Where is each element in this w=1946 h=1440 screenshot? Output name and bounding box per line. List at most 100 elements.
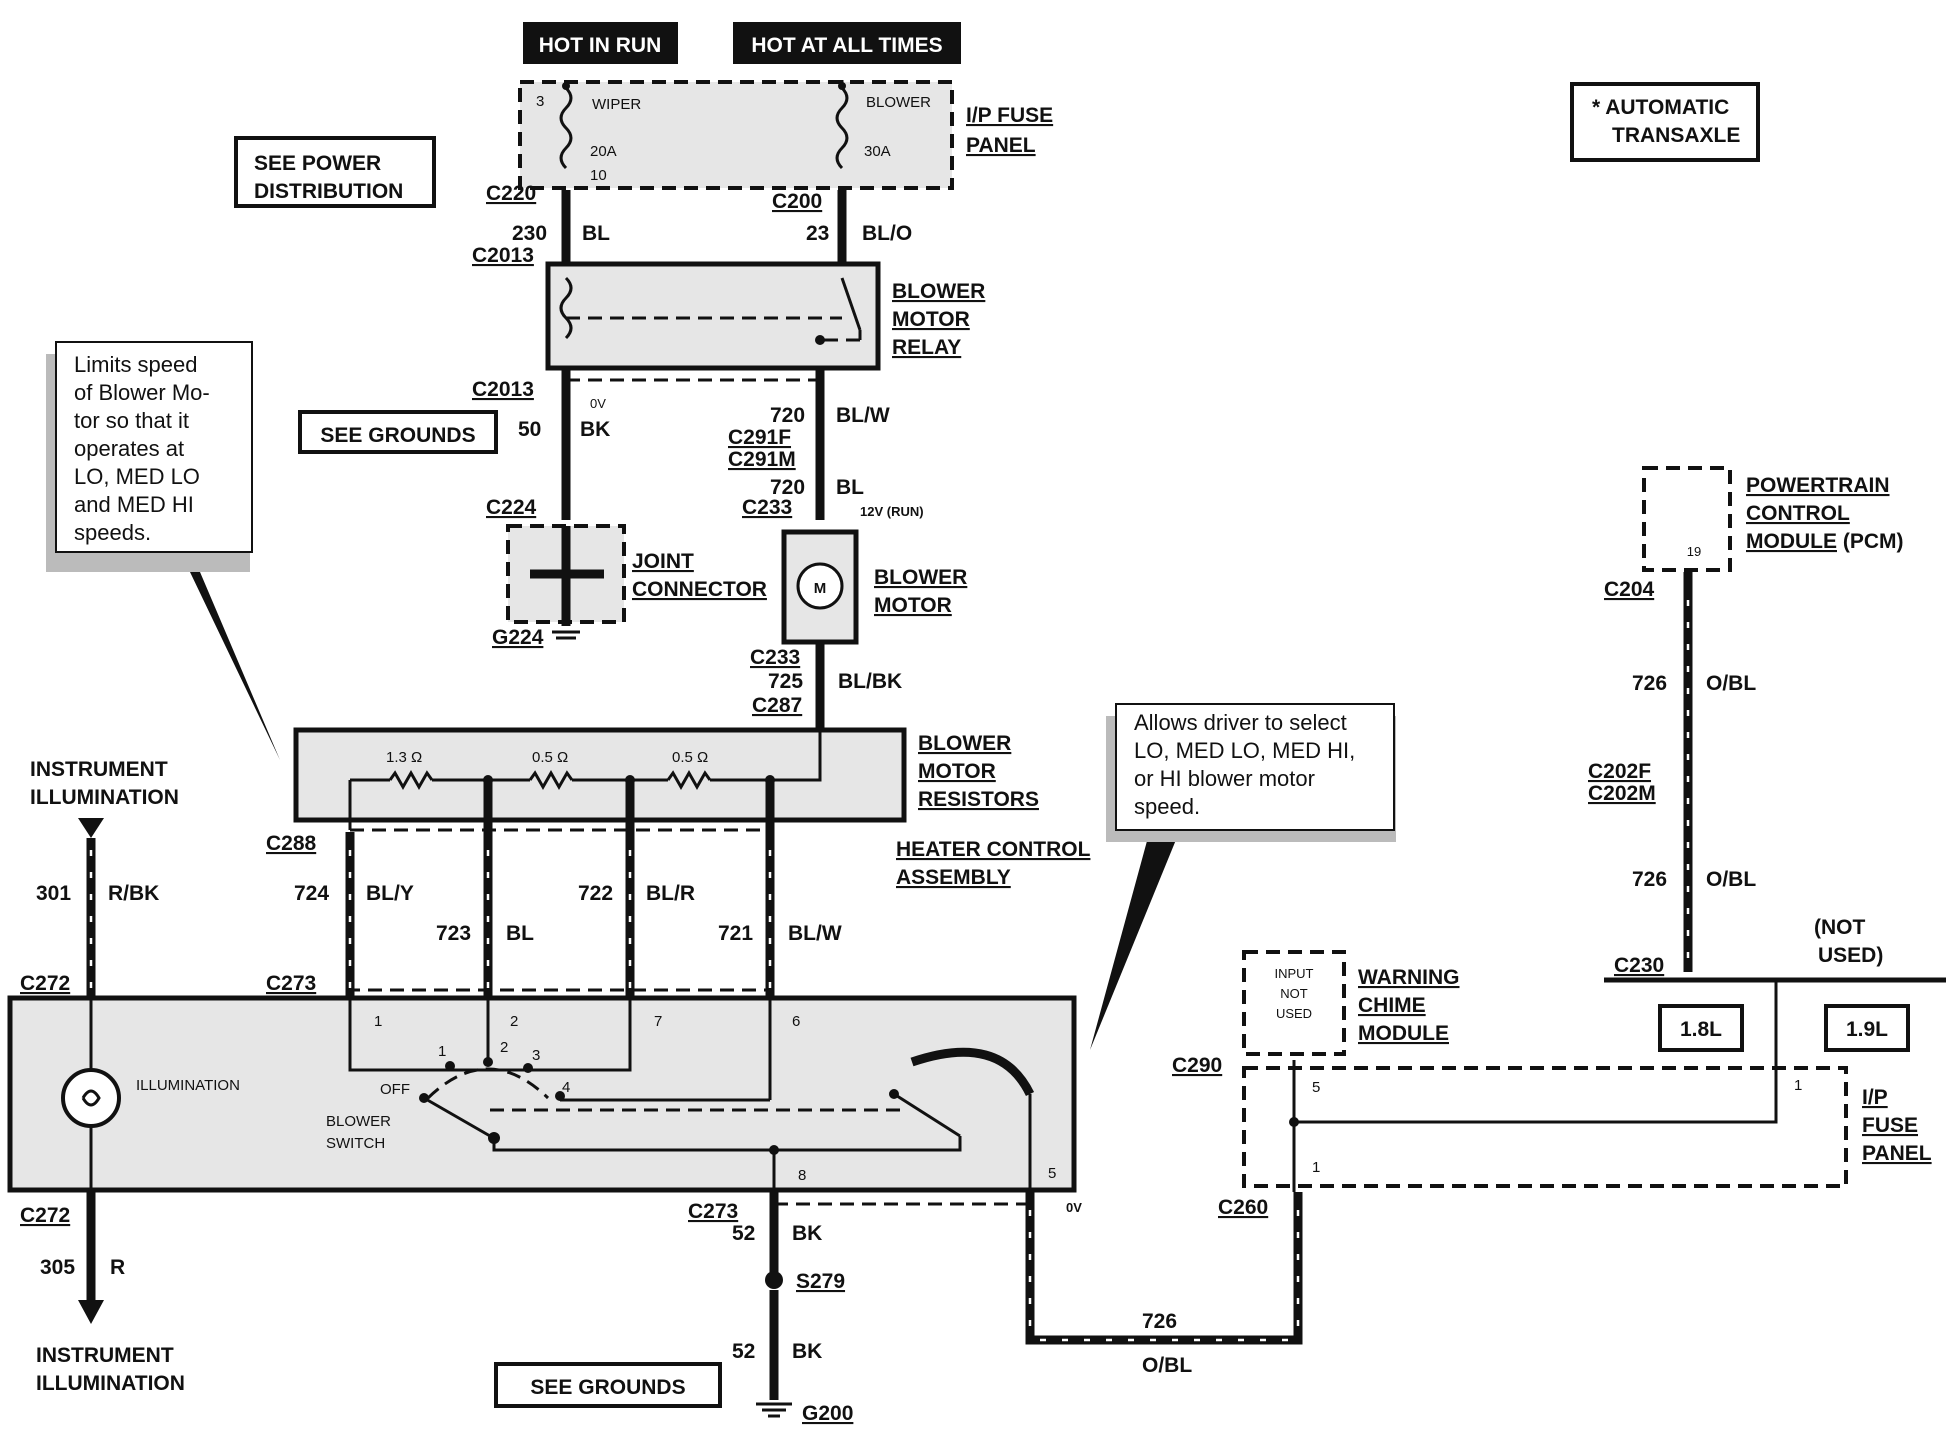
switch-indicator-arc xyxy=(910,1047,1035,1097)
warning-chime-label-2: CHIME xyxy=(1358,994,1426,1017)
note-limits-line4: operates at xyxy=(74,436,184,461)
warning-chime-module xyxy=(1242,950,1346,1056)
input-not-used-3: USED xyxy=(1276,1006,1312,1021)
connector-c202f: C202F xyxy=(1588,760,1651,783)
wire-724-number: 724 xyxy=(294,882,329,905)
wire-305-number: 305 xyxy=(40,1256,75,1279)
note-limits-pointer xyxy=(180,560,280,760)
ip-fuse-panel-right-2: FUSE xyxy=(1862,1114,1918,1137)
wire-726b-number: 726 xyxy=(1632,868,1667,891)
wire-721-number: 721 xyxy=(718,922,753,945)
note-limits-box xyxy=(55,341,253,553)
wire-724-color: BL/Y xyxy=(366,882,414,905)
switch-pos-1: 1 xyxy=(438,1043,446,1060)
wiper-fuse-element xyxy=(559,86,573,170)
pin-2: 2 xyxy=(510,1013,518,1030)
connector-c204: C204 xyxy=(1604,578,1655,601)
instrument-illumination-bottom-1: INSTRUMENT xyxy=(36,1344,174,1367)
wire-720b-number: 720 xyxy=(770,476,805,499)
wire-726b-color: O/BL xyxy=(1706,868,1756,891)
illumination-input-arrow xyxy=(78,818,104,838)
connector-c287: C287 xyxy=(752,694,802,717)
note-allows-line1: Allows driver to select xyxy=(1134,710,1347,735)
resistors-label-3: RESISTORS xyxy=(918,788,1039,811)
illumination-bulb xyxy=(61,1068,121,1128)
wire-50-color: BK xyxy=(580,418,610,441)
blower-switch-label-2: SWITCH xyxy=(326,1135,385,1152)
wiper-fuse-rating: 20A xyxy=(590,143,617,160)
engine-1-8l-box xyxy=(1658,1004,1744,1052)
pin-1: 1 xyxy=(374,1013,382,1030)
resistor-2-value: 0.5 Ω xyxy=(532,749,568,766)
note-allows-line4: speed. xyxy=(1134,794,1200,819)
connector-c230: C230 xyxy=(1614,954,1664,977)
see-grounds-bottom-box xyxy=(494,1362,722,1408)
automatic-transaxle-line2: TRANSAXLE xyxy=(1612,124,1740,147)
note-limits-line6: and MED HI xyxy=(74,492,194,517)
wire-23-number: 23 xyxy=(806,222,829,245)
pcm-label-1: POWERTRAIN xyxy=(1746,474,1890,497)
heater-control-label-2: ASSEMBLY xyxy=(896,866,1011,889)
pcm-label-2: CONTROL xyxy=(1746,502,1850,525)
blower-switch-label-1: BLOWER xyxy=(326,1113,391,1130)
engine-1-9l: 1.9L xyxy=(1846,1018,1888,1041)
wire-720a-color: BL/W xyxy=(836,404,890,427)
blower-motor-label-1: BLOWER xyxy=(874,566,967,589)
wire-50-number: 50 xyxy=(518,418,541,441)
blower-fuse-name: BLOWER xyxy=(866,94,931,111)
relay-switch-contact xyxy=(840,277,862,331)
connector-c288: C288 xyxy=(266,832,317,855)
hot-in-run-label: HOT IN RUN xyxy=(539,34,662,57)
joint-connector-label-1: JOINT xyxy=(632,550,694,573)
note-limits-line1: Limits speed xyxy=(74,352,198,377)
heater-control-assembly xyxy=(7,995,1077,1193)
automatic-transaxle-line1: * AUTOMATIC xyxy=(1592,96,1729,119)
instrument-illumination-top-1: INSTRUMENT xyxy=(30,758,168,781)
wire-52a-number: 52 xyxy=(732,1222,755,1245)
joint-connector-label-2: CONNECTOR xyxy=(632,578,767,601)
see-power-distribution-line1: SEE POWER xyxy=(254,152,381,175)
bottom-voltage: 0V xyxy=(1066,1200,1082,1215)
engine-1-9l-box xyxy=(1824,1004,1910,1052)
not-used-line1: (NOT xyxy=(1814,916,1865,939)
connector-c260: C260 xyxy=(1218,1196,1268,1219)
fuse-panel-pin-1: 1 xyxy=(1794,1077,1802,1094)
connector-c272-top: C272 xyxy=(20,972,70,995)
see-grounds-top-box xyxy=(298,410,498,454)
note-limits-line7: speeds. xyxy=(74,520,151,545)
switch-pos-4: 4 xyxy=(562,1079,570,1096)
wire-301-number: 301 xyxy=(36,882,71,905)
illumination-label: ILLUMINATION xyxy=(136,1077,240,1094)
wire-301-color: R/BK xyxy=(108,882,159,905)
blower-fuse-rating: 30A xyxy=(864,143,891,160)
resistor-2 xyxy=(528,769,574,791)
relay-coil xyxy=(559,276,573,340)
relay-label-3: RELAY xyxy=(892,336,961,359)
pcm-pin-19: 19 xyxy=(1687,544,1701,559)
instrument-illumination-top-2: ILLUMINATION xyxy=(30,786,179,809)
wire-23-color: BL/O xyxy=(862,222,912,245)
switch-pos-2: 2 xyxy=(500,1039,508,1056)
pin-6: 6 xyxy=(792,1013,800,1030)
note-limits-line2: of Blower Mo- xyxy=(74,380,210,405)
wire-52b-number: 52 xyxy=(732,1340,755,1363)
wire-726a-number: 726 xyxy=(1632,672,1667,695)
wiper-fuse-name: WIPER xyxy=(592,96,641,113)
warning-chime-label-3: MODULE xyxy=(1358,1022,1449,1045)
pin-8: 8 xyxy=(798,1167,806,1184)
wire-720b-color: BL xyxy=(836,476,864,499)
connector-c291f: C291F xyxy=(728,426,791,449)
see-grounds-bottom: SEE GROUNDS xyxy=(530,1376,685,1399)
wire-52b-color: BK xyxy=(792,1340,822,1363)
wire-230-number: 230 xyxy=(512,222,547,245)
resistor-3 xyxy=(666,769,712,791)
connector-c272-bottom: C272 xyxy=(20,1204,70,1227)
connector-c2013-bottom: C2013 xyxy=(472,378,534,401)
relay-label-1: BLOWER xyxy=(892,280,985,303)
illumination-output-arrow xyxy=(78,1300,104,1324)
ip-fuse-panel-right xyxy=(1242,1066,1848,1188)
powertrain-control-module xyxy=(1642,466,1732,572)
wiper-fuse-number: 10 xyxy=(590,167,607,184)
motor-symbol-circle xyxy=(796,562,844,610)
warning-chime-label-1: WARNING xyxy=(1358,966,1460,989)
